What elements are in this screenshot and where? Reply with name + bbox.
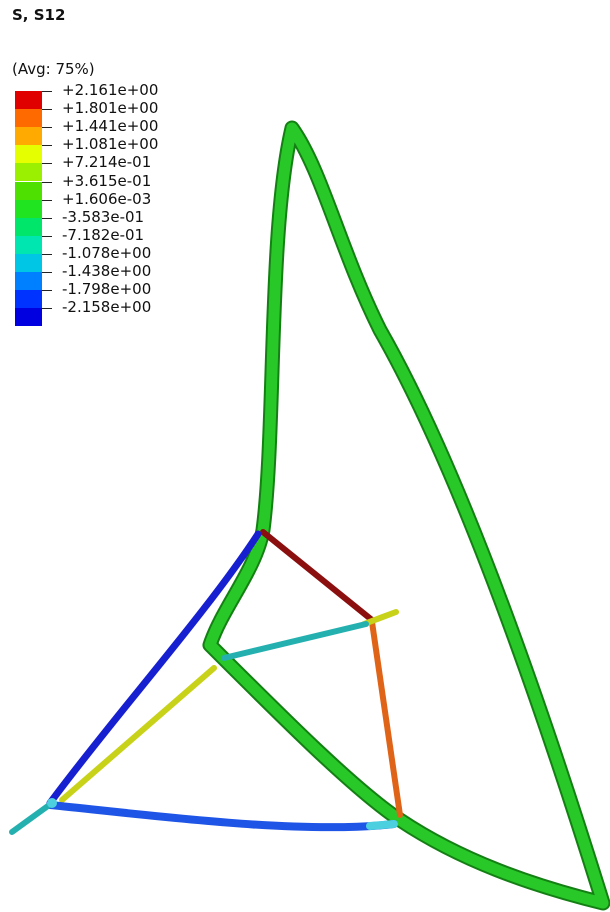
member-inner-yellow [59,665,217,803]
legend-tick [42,181,52,183]
legend-swatch [15,91,42,109]
legend-label: -1.798e+00 [62,280,152,299]
color-legend: +2.161e+00+1.801e+00+1.441e+00+1.081e+00… [12,83,212,327]
joint-left [47,798,57,808]
member-left-strut [46,530,262,807]
legend-label: -1.078e+00 [62,243,152,262]
legend-tick [42,145,52,147]
legend-label: +7.214e-01 [62,153,152,172]
member-left-tail [9,800,55,835]
legend-label: -7.182e-01 [62,225,145,244]
legend-tick [42,253,52,255]
legend-label: +1.606e-03 [62,189,152,208]
plot-title: S, S12 [12,6,66,24]
legend-swatch [15,235,42,254]
legend-label: +1.441e+00 [62,117,159,136]
legend-label: -3.583e-01 [62,207,145,226]
legend-tick [42,235,52,237]
legend-tick [42,290,52,292]
main-beam [204,122,609,909]
member-bottom-chord-end [366,820,398,830]
averaging-threshold-label: (Avg: 75%) [12,60,95,78]
legend-tick [42,308,52,310]
legend-tick [42,127,52,129]
legend-swatch [15,199,42,218]
legend-label: +3.615e-01 [62,171,152,190]
legend-tick [42,217,52,219]
legend-swatch [15,145,42,164]
legend-label: -1.438e+00 [62,262,152,280]
legend-swatch [15,308,42,327]
legend-label: +1.801e+00 [62,99,159,118]
legend-swatch [15,253,42,272]
member-right-post [369,619,403,818]
legend-tick [42,91,52,92]
member-inner-cyan [221,621,369,661]
legend-tick [42,199,52,201]
legend-swatch [15,272,42,290]
legend-label: +2.161e+00 [62,81,159,99]
legend-label: +1.081e+00 [62,135,159,154]
legend-label: -2.158e+00 [62,298,152,317]
legend-tick [42,109,52,111]
legend-swatch [15,163,42,182]
legend-swatch [15,181,42,200]
legend-swatch [15,127,42,146]
member-right-stub [361,609,399,627]
member-diagonal-red [260,529,375,623]
legend-swatch [15,290,42,309]
member-bottom-chord [46,801,398,832]
legend-tick [42,163,52,165]
legend-swatch [15,109,42,128]
legend-tick [42,272,52,273]
legend-swatch [15,217,42,236]
